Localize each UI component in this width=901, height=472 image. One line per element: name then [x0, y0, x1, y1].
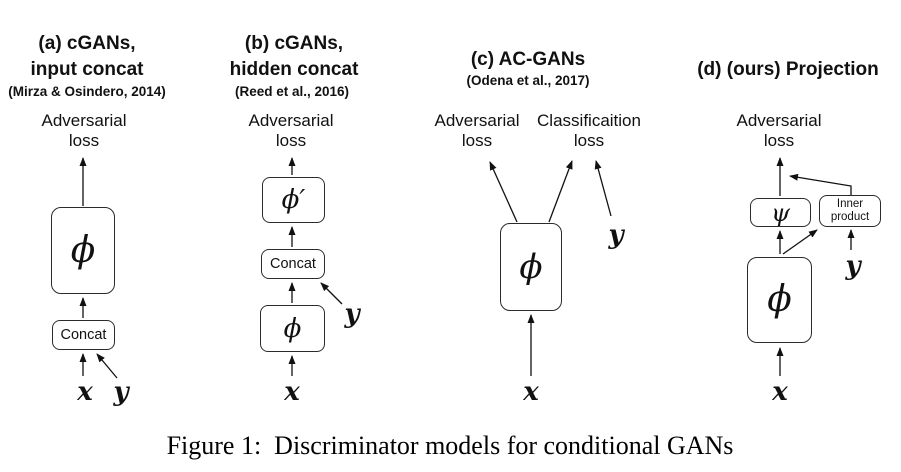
panel-c-citation: (Odena et al., 2017) [466, 73, 590, 88]
panel-c-phi-box: ϕ [500, 223, 562, 311]
panel-b-citation: (Reed et al., 2016) [234, 84, 350, 99]
concat-label: Concat [270, 256, 316, 272]
arrow-y-to-classification-loss-c [594, 160, 612, 217]
panel-d-x-input: x [772, 377, 788, 407]
panel-b-phiprime-box: ϕ′ [262, 177, 325, 223]
panel-a-x-input: x [77, 377, 93, 407]
phi-prime-symbol: ϕ′ [281, 185, 306, 215]
panel-b-phi-box: ϕ [260, 305, 325, 352]
arrow-phi-to-classification-loss-c [548, 160, 573, 223]
panel-c-adv-loss-line1: Adversarial [434, 111, 520, 130]
panel-d-phi-box: ϕ [747, 257, 812, 343]
arrow-phi-to-innerproduct-d [782, 229, 818, 255]
figure-caption: Figure 1: Discriminator models for condi… [166, 431, 734, 460]
panel-b-loss-label: Adversarial loss [248, 111, 333, 151]
phi-symbol: ϕ [283, 313, 302, 344]
panel-d-loss-line1: Adversarial [736, 111, 822, 130]
arrow-y-to-concat-a [96, 353, 118, 379]
panel-d-loss-label: Adversarial loss [736, 111, 821, 151]
panel-a-title-line2: input concat [30, 59, 144, 80]
panel-b-title-line1: (b) cGANs, [244, 33, 344, 54]
panel-d-y-input: y [845, 251, 861, 281]
panel-a-loss-line1: Adversarial [41, 111, 127, 130]
phi-symbol: ϕ [519, 247, 543, 287]
psi-symbol: ψ [771, 198, 790, 227]
inner-product-line2: product [830, 211, 870, 223]
inner-product-line1: Inner [836, 198, 864, 210]
panel-a-phi-box: ϕ [51, 207, 115, 294]
panel-d-psi-box: ψ [750, 198, 811, 227]
arrow-y-to-concat-b [320, 282, 343, 305]
panel-a-title-line1: (a) cGANs, [38, 33, 136, 54]
panel-c-adv-loss-line2: loss [461, 131, 493, 150]
panel-c-y-input: y [608, 220, 624, 250]
panel-b-loss-line1: Adversarial [248, 111, 334, 130]
concat-label: Concat [60, 327, 107, 343]
panel-a-citation: (Mirza & Osindero, 2014) [8, 84, 166, 99]
panel-c-cls-loss-line2: loss [573, 131, 605, 150]
inner-product-label: Inner product [831, 198, 869, 224]
panel-d-title: (d) (ours) Projection [697, 59, 879, 80]
panel-b-title-line2: hidden concat [229, 59, 359, 80]
panel-a-concat-box: Concat [52, 320, 115, 350]
connector-innerproduct-to-output-d [789, 173, 852, 195]
arrow-phi-to-adversarial-loss-c [489, 161, 518, 223]
phi-symbol: ϕ [767, 279, 792, 320]
panel-b-loss-line2: loss [275, 131, 307, 150]
panel-a-title: (a) cGANs, input concat [31, 31, 144, 83]
panel-c-classification-loss-label: Classificaition loss [537, 111, 641, 151]
panel-a-loss-line2: loss [68, 131, 100, 150]
panel-c-cls-loss-line1: Classificaition [537, 111, 641, 130]
panel-d-inner-product-box: Inner product [819, 195, 881, 227]
panel-b-y-input: y [344, 299, 360, 329]
panel-a-loss-label: Adversarial loss [41, 111, 126, 151]
phi-symbol: ϕ [70, 229, 96, 271]
panel-b-title: (b) cGANs, hidden concat [230, 31, 359, 83]
panel-d-loss-line2: loss [763, 131, 795, 150]
panel-b-concat-box: Concat [261, 249, 325, 279]
panel-c-adversarial-loss-label: Adversarial loss [434, 111, 519, 151]
panel-c-x-input: x [523, 377, 539, 407]
panel-a-y-input: y [113, 377, 129, 407]
panel-b-x-input: x [284, 377, 300, 407]
panel-c-title: (c) AC-GANs [470, 49, 586, 70]
